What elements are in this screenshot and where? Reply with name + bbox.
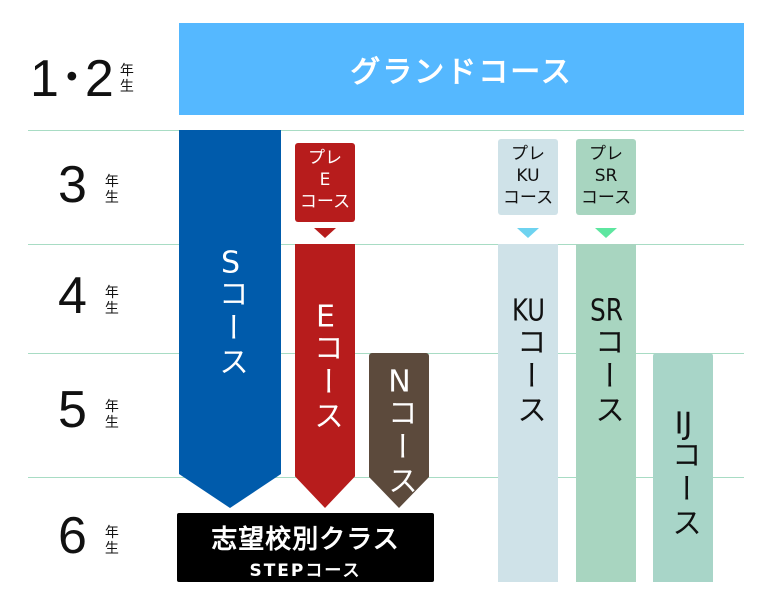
row-divider <box>28 130 744 131</box>
grade-3: 3 年生 <box>58 155 121 215</box>
grand-course-label: グランドコース <box>350 55 573 90</box>
arrow-down-icon <box>314 228 336 238</box>
e-course: Eコース <box>295 244 355 508</box>
sr-course-kana: コース <box>589 326 624 428</box>
e-course-kana: コース <box>308 332 343 434</box>
grade-unit: 年生 <box>104 174 119 206</box>
s-course-latin: S <box>220 248 241 278</box>
grade-number: 3 <box>58 156 87 214</box>
pre-ku-line1: プレ <box>511 144 545 164</box>
n-course: Nコース <box>369 353 429 508</box>
ku-course-kana: コース <box>511 326 546 428</box>
grade-4: 4 年生 <box>58 266 121 326</box>
grade-unit: 年生 <box>104 525 119 557</box>
arrow-down-icon <box>595 228 617 238</box>
grade-5: 5 年生 <box>58 380 121 440</box>
ij-course-latin: IJ <box>674 409 693 439</box>
e-course-latin: E <box>316 302 335 332</box>
s-course-kana: コース <box>213 278 248 380</box>
ij-course: IJコース <box>653 353 713 582</box>
step-course: 志望校別クラス STEPコース <box>177 513 434 582</box>
grade-unit: 年生 <box>104 285 119 317</box>
ku-course-latin: KU <box>512 296 545 326</box>
pre-sr-line3: コース <box>580 188 632 208</box>
pre-e-line3: コース <box>299 192 351 212</box>
grade-number: 4 <box>58 267 87 325</box>
grade-unit: 年生 <box>104 399 119 431</box>
sr-course-latin: SR <box>590 296 623 326</box>
pre-e-line2: E <box>319 170 331 190</box>
pre-e-line1: プレ <box>308 148 342 168</box>
grade-number: 5 <box>58 381 87 439</box>
pre-sr-line2: SR <box>594 166 618 186</box>
grade-number: 1･2 <box>30 50 114 108</box>
grade-6: 6 年生 <box>58 506 121 566</box>
step-course-title: 志望校別クラス <box>211 525 400 555</box>
grand-course: グランドコース <box>179 23 744 115</box>
pre-ku-line3: コース <box>502 188 554 208</box>
n-course-kana: コース <box>382 397 417 499</box>
ku-course: KUコース <box>498 244 558 582</box>
arrow-down-icon <box>517 228 539 238</box>
ij-course-kana: コース <box>666 439 701 541</box>
n-course-latin: N <box>388 367 411 397</box>
sr-course: SRコース <box>576 244 636 582</box>
grade-number: 6 <box>58 507 87 565</box>
row-divider <box>28 244 744 245</box>
s-course: Sコース <box>179 130 281 508</box>
grade-unit: 年生 <box>119 62 134 95</box>
pre-ku-line2: KU <box>516 166 540 186</box>
step-course-subtitle: STEPコース <box>249 561 362 581</box>
pre-sr-line1: プレ <box>589 144 623 164</box>
